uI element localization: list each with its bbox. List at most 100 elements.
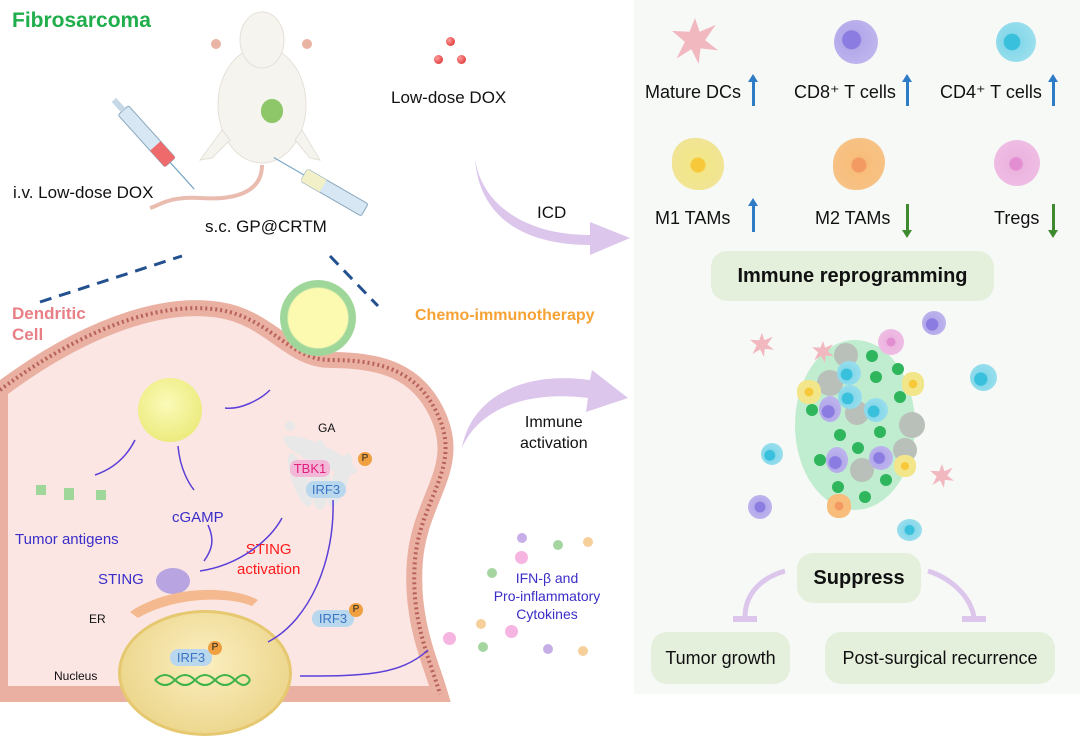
iv-syringe-icon [111,97,195,190]
phosphate-label: P [361,453,369,464]
phosphate-icon: P [349,603,363,617]
cd4-t-cell-icon [897,519,922,541]
m2-tam-icon [827,494,851,518]
irf3-cytoplasm-badge: IRF3 [312,610,354,627]
immune-activation-label: Immune activation [520,412,588,454]
cd8-t-cell-icon [922,311,946,335]
outcome-tumor-growth: Tumor growth [651,632,790,684]
sc-syringe-icon [273,156,368,216]
tumor-icon [261,99,283,123]
cytokine-particle-icon [553,540,563,550]
irf3-nucleus-label: IRF3 [176,650,206,665]
cd4-t-cell-icon [838,385,862,409]
immune-reprogramming-label: Immune reprogramming [737,264,968,287]
tumor-antigens-label: Tumor antigens [15,531,119,548]
up-arrow-icon [1048,74,1058,106]
cytokine-particle-icon [543,644,553,654]
phosphate-icon: P [208,641,222,655]
treg-icon [994,140,1040,186]
outcome-post-surgical-recurrence: Post-surgical recurrence [825,632,1055,684]
m1-tam-icon [902,372,924,396]
cytokines-line2: Pro-inflammatory [493,588,601,604]
cytokines-line1: IFN-β and [515,570,579,586]
cytokine-particle-icon [478,642,488,652]
antigen-fragment-icon [96,490,106,500]
dox-particle-icon [446,37,455,46]
therapy-label: Chemo-immunotherapy [415,307,595,324]
cd8-t-cell-icon [748,495,772,519]
irf3-label: IRF3 [311,482,341,497]
cytokine-particle-icon [583,537,593,547]
dendritic-cell-title-line1: Dendritic [12,304,86,323]
cd8-t-cell-icon [834,20,878,64]
up-arrow-icon [748,74,758,106]
cytokine-particle-icon [487,568,497,578]
dox-particle-icon [434,55,443,64]
cytokine-particle-icon [517,533,527,543]
cytokines-line3: Cytokines [516,606,578,622]
cd8-t-cell-icon [826,447,848,473]
outcome-tumor-growth-label: Tumor growth [665,647,776,668]
dendritic-cell-membrane [0,300,454,702]
suppress-badge: Suppress [797,553,921,603]
internalized-nanoparticle-icon [138,378,202,442]
zoom-dashed-lines [39,254,380,308]
up-arrow-icon [902,74,912,106]
cd8-t-cells-label: CD8⁺ T cells [794,82,896,102]
m1-tam-icon [894,455,916,477]
tbk1-label: TBK1 [293,461,327,476]
immune-activation-arrow-icon [462,370,628,448]
cd4-t-cells-label: CD4⁺ T cells [940,82,1042,102]
cd8-t-cell-icon [819,396,841,422]
dna-icon [154,674,251,686]
immune-activation-line2: activation [520,435,588,452]
down-arrow-icon [902,204,912,238]
m2-tam-icon [833,138,885,190]
sting-label: STING [98,571,144,588]
m1-tam-icon [672,138,724,190]
m1-tam-icon [797,380,821,404]
m1-tams-label: M1 TAMs [655,208,731,228]
pathway-arrows [94,389,429,677]
cytokine-particle-icon [505,625,518,638]
cytokine-particle-icon [578,646,588,656]
phosphate-label: P [211,642,219,653]
cd4-t-cell-icon [837,361,861,385]
sting-activation-line2: activation [237,561,301,578]
cd4-t-cell-icon [864,398,888,422]
nucleus-label: Nucleus [54,669,98,683]
sting-activation-label: STING activation [237,540,300,580]
cd4-t-cell-icon [761,443,783,465]
up-arrow-icon [748,198,758,232]
page-title: Fibrosarcoma [12,9,151,32]
antigen-fragment-icon [36,485,46,495]
irf3-badge: IRF3 [306,481,346,498]
suppress-label: Suppress [813,566,905,589]
dox-label: Low-dose DOX [391,88,507,107]
antigen-fragment-icon [64,488,74,500]
m2-tams-label: M2 TAMs [815,208,891,228]
irf3-nucleus-badge: IRF3 [170,649,212,666]
iv-label: i.v. Low-dose DOX [13,183,154,202]
cd8-t-cell-icon [869,446,893,470]
tbk1-badge: TBK1 [290,460,330,477]
tregs-label: Tregs [994,208,1040,228]
ga-label: GA [318,421,336,435]
cytokine-particle-icon [476,619,486,629]
down-arrow-icon [1048,204,1058,238]
cgamp-label: cGAMP [172,509,224,526]
icd-label: ICD [537,203,567,222]
sting-activation-line1: STING [245,541,292,558]
cytokine-particle-icon [515,551,528,564]
phosphate-label: P [352,604,360,615]
irf3-cytoplasm-label: IRF3 [318,611,348,626]
treg-icon [878,329,904,355]
cd4-t-cell-icon [970,364,997,391]
cytokine-particle-icon [443,632,456,645]
cytokines-label: IFN-β and Pro-inflammatory Cytokines [487,569,607,623]
nucleus-icon [118,610,292,736]
immune-activation-line1: Immune [524,414,583,431]
sc-label: s.c. GP@CRTM [205,217,327,236]
inhibition-arrows [733,568,986,622]
phosphate-icon: P [358,452,372,466]
